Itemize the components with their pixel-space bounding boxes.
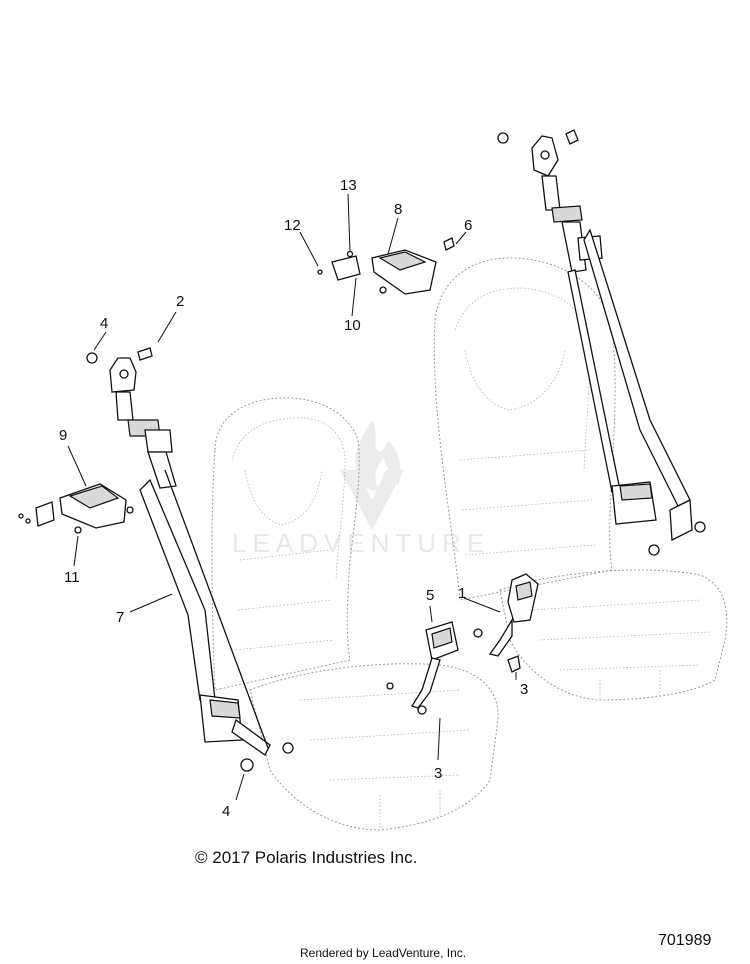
callout-1: 1 [458,585,466,602]
callout-10: 10 [344,317,361,334]
nut-icon [240,758,254,772]
watermark-text: LEADVENTURE [232,528,490,558]
callout-12: 12 [284,217,301,234]
rendered-by-text: Rendered by LeadVenture, Inc. [300,946,467,960]
callout-7: 7 [116,609,124,626]
watermark-chevron-icon [340,470,404,530]
nut-icon [86,352,98,364]
callout-11: 11 [64,569,80,586]
leader-lines [67,193,517,801]
center-bracket [317,237,455,295]
left-seat-belt-assembly [109,357,294,756]
left-bracket [18,483,134,534]
callout-9: 9 [59,427,67,444]
callout-5: 5 [426,587,434,604]
watermark: LEADVENTURE [232,420,490,558]
copyright-text: © 2017 Polaris Industries Inc. [195,848,418,867]
callout-8: 8 [394,201,402,218]
callout-labels: 1 2 3 3 4 4 5 6 7 8 9 10 11 12 13 [59,177,528,820]
callout-4: 4 [100,315,108,332]
callout-2: 2 [176,293,184,310]
right-buckle [473,573,539,673]
right-seat-phantom [433,257,728,701]
callout-6: 6 [464,217,472,234]
center-buckle [386,621,459,715]
callout-13: 13 [340,177,357,194]
watermark-flame-icon [355,420,401,491]
diagram-number: 701989 [658,932,712,949]
left-seat-phantom [211,397,499,831]
callout-4: 4 [222,803,230,820]
left-upper-hardware [86,347,254,772]
right-seat-belt-assembly [497,129,706,556]
bolt-icon [137,347,153,361]
callout-3: 3 [434,765,442,782]
callout-3: 3 [520,681,528,698]
